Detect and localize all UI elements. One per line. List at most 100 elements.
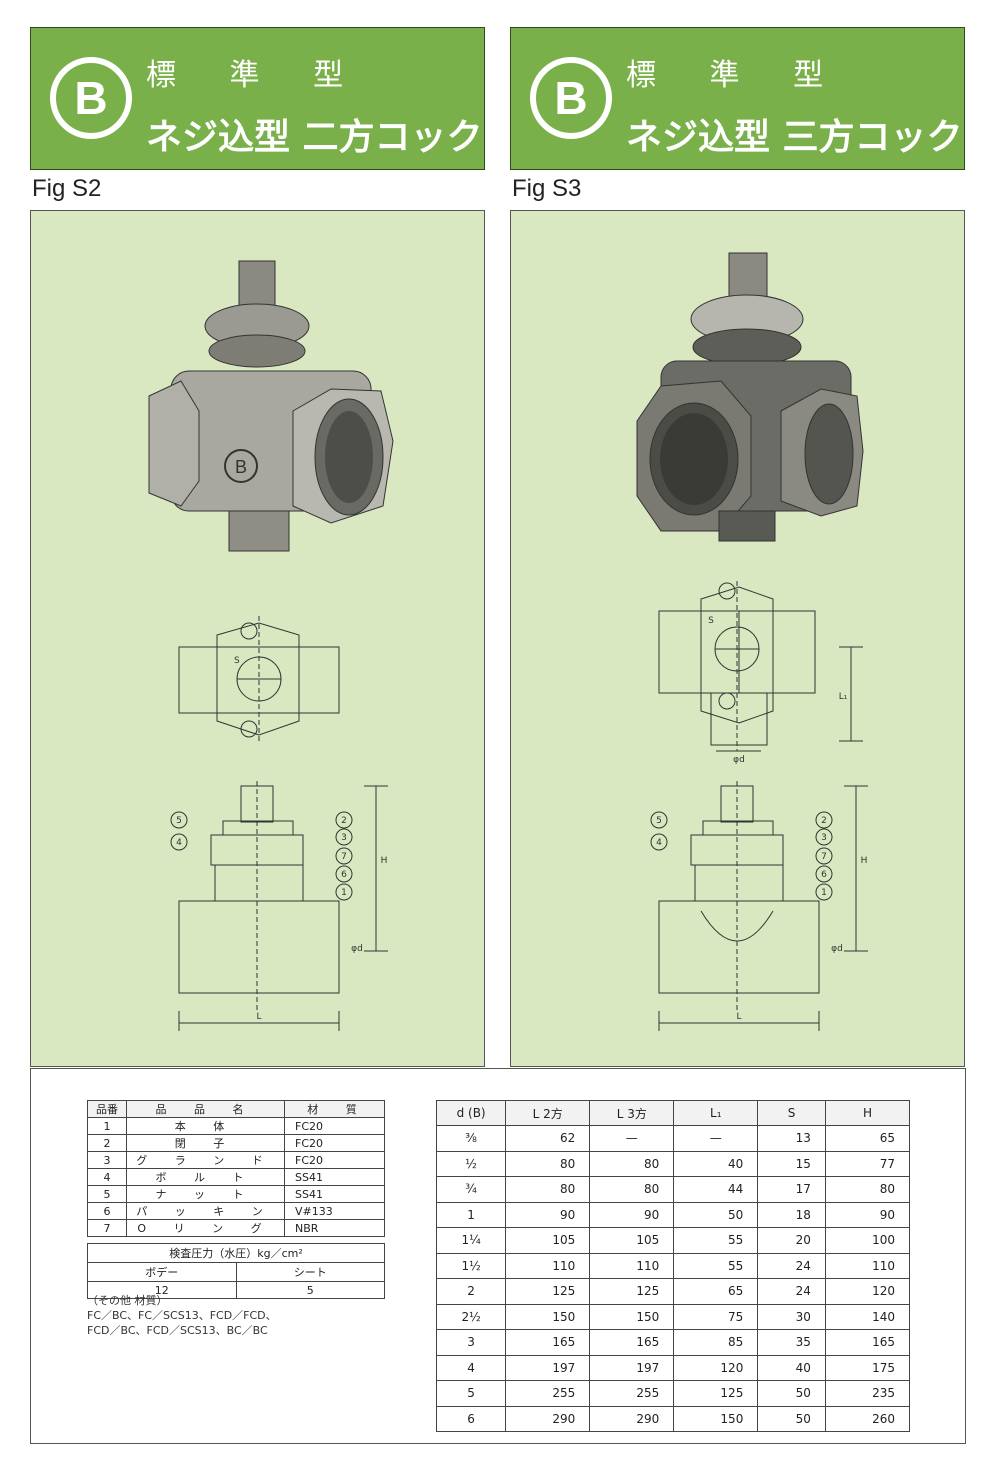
- three-way-cock-illustration: S L₁ φd 5 4: [636, 252, 868, 1031]
- dims-cell: 125: [589, 1278, 675, 1305]
- figure-panel-s2: B S: [30, 210, 485, 1067]
- dims-cell: 75: [673, 1303, 759, 1330]
- parts-cell-no: 3: [87, 1151, 127, 1169]
- dims-cell: 80: [824, 1176, 911, 1203]
- fig-label-s2: Fig S2: [32, 175, 102, 202]
- svg-text:7: 7: [821, 852, 827, 862]
- dims-cell: 125: [673, 1380, 759, 1407]
- svg-text:7: 7: [341, 852, 347, 862]
- dims-cell: 197: [505, 1354, 591, 1381]
- dims-cell: 85: [673, 1329, 759, 1356]
- dims-cell: 110: [824, 1252, 911, 1279]
- dims-cell: 165: [824, 1329, 911, 1356]
- parts-cell-material: FC20: [284, 1134, 385, 1152]
- dims-cell: 13: [757, 1125, 826, 1152]
- valve-photo: [636, 252, 864, 542]
- parts-cell-material: SS41: [284, 1168, 385, 1186]
- parts-cell-material: FC20: [284, 1117, 385, 1135]
- section-drawing: [650, 781, 868, 1031]
- dims-cell: 80: [589, 1150, 675, 1177]
- dims-cell: 80: [589, 1176, 675, 1203]
- parts-cell-no: 7: [87, 1219, 127, 1237]
- dims-cell: 50: [757, 1405, 826, 1432]
- dims-cell: 40: [673, 1150, 759, 1177]
- dims-cell: 50: [757, 1380, 826, 1407]
- parts-cell-no: 6: [87, 1202, 127, 1220]
- svg-text:L₁: L₁: [839, 692, 848, 702]
- dims-cell: —: [589, 1125, 675, 1152]
- svg-text:L: L: [736, 1012, 741, 1022]
- svg-text:S: S: [708, 616, 714, 626]
- svg-text:2: 2: [341, 816, 347, 826]
- dims-cell: 140: [824, 1303, 911, 1330]
- parts-cell-name: グ ラ ン ド: [126, 1151, 285, 1169]
- parts-cell-name: ボ ル ト: [126, 1168, 285, 1186]
- dims-cell: 6: [435, 1405, 507, 1432]
- notes-heading: （その他 材質）: [87, 1294, 168, 1307]
- callout-labels: 5 4 2 3 7 6 1 H φd L: [176, 816, 387, 1022]
- svg-text:B: B: [74, 72, 107, 124]
- dims-cell: 105: [589, 1227, 675, 1254]
- dims-cell: 1: [435, 1201, 507, 1228]
- parts-cell-name: 閉 子: [126, 1134, 285, 1152]
- svg-text:φd: φd: [831, 944, 843, 954]
- dims-cell: 165: [589, 1329, 675, 1356]
- svg-text:5: 5: [656, 816, 662, 826]
- dims-cell: ½: [435, 1150, 507, 1177]
- parts-cell-no: 2: [87, 1134, 127, 1152]
- dims-header-cell: L₁: [673, 1100, 759, 1126]
- parts-cell-name: 本 体: [126, 1117, 285, 1135]
- dims-cell: 150: [505, 1303, 591, 1330]
- dims-cell: 65: [673, 1278, 759, 1305]
- dims-cell: 100: [824, 1227, 911, 1254]
- svg-text:3: 3: [821, 833, 827, 843]
- svg-text:2: 2: [821, 816, 827, 826]
- dims-cell: —: [673, 1125, 759, 1152]
- parts-header-no: 品番: [87, 1100, 127, 1118]
- svg-text:4: 4: [656, 838, 662, 848]
- dims-cell: 235: [824, 1380, 911, 1407]
- test-body-value: 12: [87, 1281, 237, 1299]
- svg-text:B: B: [235, 457, 247, 477]
- section-drawing: [170, 781, 388, 1031]
- dims-cell: 255: [505, 1380, 591, 1407]
- parts-cell-name: ナ ッ ト: [126, 1185, 285, 1203]
- dims-cell: 260: [824, 1405, 911, 1432]
- dims-cell: 150: [673, 1405, 759, 1432]
- dims-cell: 175: [824, 1354, 911, 1381]
- b-logo-icon: B: [50, 57, 132, 139]
- dims-cell: 77: [824, 1150, 911, 1177]
- parts-cell-material: NBR: [284, 1219, 385, 1237]
- parts-cell-no: 1: [87, 1117, 127, 1135]
- test-pressure-title: 検査圧力（水圧）kg／cm²: [87, 1243, 385, 1263]
- dims-header-cell: H: [824, 1100, 911, 1126]
- dims-cell: 90: [824, 1201, 911, 1228]
- dims-cell: 2: [435, 1278, 507, 1305]
- dims-cell: 2½: [435, 1303, 507, 1330]
- dims-cell: 4: [435, 1354, 507, 1381]
- dims-cell: 125: [505, 1278, 591, 1305]
- svg-text:6: 6: [821, 870, 827, 880]
- svg-text:H: H: [861, 856, 868, 866]
- header-three-way: B 標 準 型 ネジ込型 三方コック: [510, 27, 965, 170]
- dims-cell: 55: [673, 1227, 759, 1254]
- dims-cell: 62: [505, 1125, 591, 1152]
- dims-cell: ⅜: [435, 1125, 507, 1152]
- parts-cell-no: 4: [87, 1168, 127, 1186]
- dims-cell: 24: [757, 1278, 826, 1305]
- dims-cell: 110: [505, 1252, 591, 1279]
- svg-text:B: B: [554, 72, 587, 124]
- dims-cell: 55: [673, 1252, 759, 1279]
- product-title: ネジ込型 三方コック: [626, 117, 963, 158]
- svg-text:1: 1: [821, 888, 827, 898]
- dims-cell: 120: [824, 1278, 911, 1305]
